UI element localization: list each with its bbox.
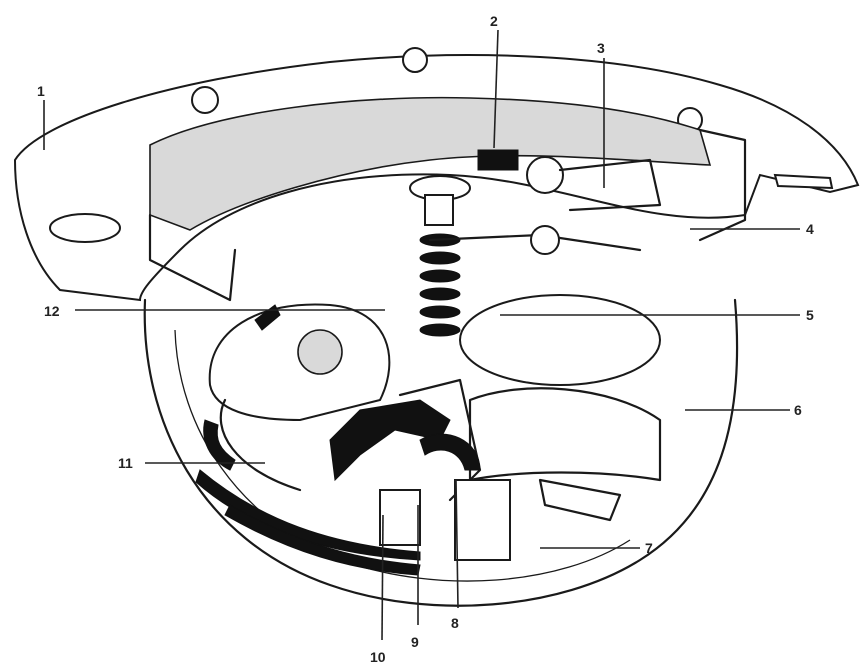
callout-7: 7 bbox=[645, 540, 653, 556]
left-screw bbox=[191, 86, 219, 114]
leader-8 bbox=[455, 479, 459, 609]
callout-labels: 1 2 3 4 5 6 7 8 9 10 11 12 bbox=[37, 13, 814, 665]
leader-10 bbox=[381, 514, 384, 641]
top-screw bbox=[402, 47, 428, 73]
callout-5: 5 bbox=[806, 307, 814, 323]
callout-1: 1 bbox=[37, 83, 45, 99]
callout-6: 6 bbox=[794, 402, 802, 418]
right-disc bbox=[459, 294, 662, 482]
callout-8: 8 bbox=[451, 615, 459, 631]
coil-edge bbox=[203, 398, 302, 492]
flange-slot-right bbox=[773, 173, 834, 190]
spring-stack bbox=[409, 149, 519, 337]
leader-lines bbox=[43, 29, 800, 641]
flange-slot-left bbox=[49, 213, 121, 243]
callout-2: 2 bbox=[490, 13, 498, 29]
callout-10: 10 bbox=[370, 649, 386, 665]
callout-4: 4 bbox=[806, 221, 814, 237]
callout-12: 12 bbox=[44, 303, 60, 319]
lever-arm bbox=[428, 156, 662, 255]
contact-mechanism bbox=[329, 378, 622, 561]
inner-deck bbox=[148, 96, 747, 302]
motor-drum bbox=[208, 303, 391, 422]
callout-3: 3 bbox=[597, 40, 605, 56]
callout-11: 11 bbox=[118, 455, 133, 471]
leader-2 bbox=[493, 29, 499, 149]
callout-9: 9 bbox=[411, 634, 419, 650]
